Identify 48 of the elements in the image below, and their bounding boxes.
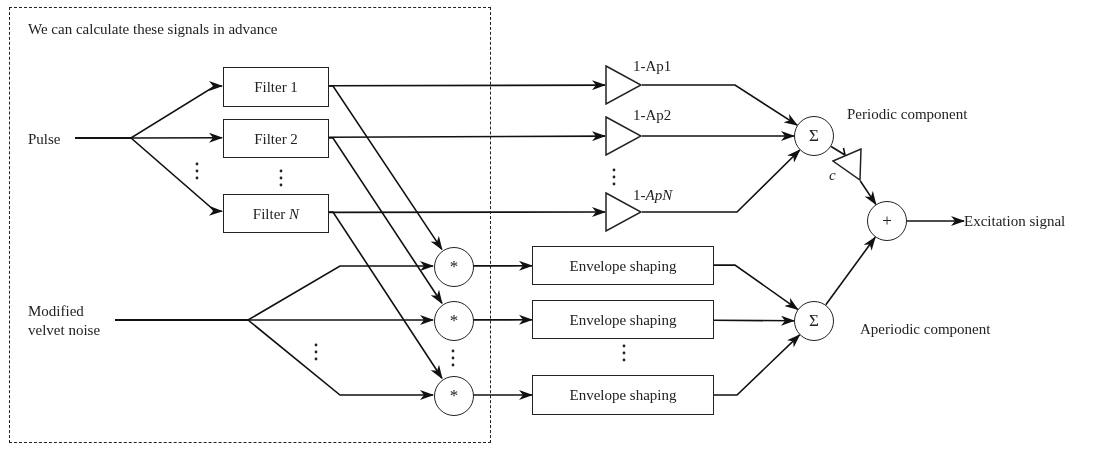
arrow — [641, 131, 795, 141]
operator-symbol: Σ — [809, 127, 819, 145]
arrow — [641, 84, 799, 126]
arrow — [114, 319, 434, 400]
arrow — [327, 137, 443, 305]
arrow — [906, 216, 965, 226]
dashed-region — [9, 7, 491, 443]
arrow — [641, 149, 801, 213]
operator-symbol: * — [449, 258, 459, 276]
component-caption: c — [829, 166, 836, 185]
arrow — [830, 145, 847, 157]
box-label: Filter N — [252, 204, 300, 223]
component-caption: 1-Ap2 — [633, 106, 672, 125]
box-label: Envelope shaping — [569, 256, 677, 275]
box-label: Filter 1 — [254, 78, 298, 96]
arrow — [825, 236, 876, 306]
operator-symbol: + — [882, 212, 892, 230]
arrow — [713, 315, 795, 326]
component-caption: Periodic component — [847, 105, 968, 124]
arrow — [713, 334, 801, 396]
arrow — [472, 260, 533, 271]
process-box — [532, 375, 714, 415]
process-box — [532, 246, 714, 285]
component-caption: 1-ApN — [633, 186, 673, 205]
arrow — [472, 390, 533, 400]
signal-label: Excitation signal — [964, 210, 1110, 232]
process-box — [223, 194, 329, 233]
process-box — [223, 67, 329, 107]
operator-symbol: Σ — [809, 312, 819, 330]
component-caption: Aperiodic component — [860, 320, 991, 339]
arrow — [327, 211, 443, 380]
signal-label: Modified velvet noise — [28, 301, 116, 341]
box-label: Filter 2 — [254, 129, 298, 148]
arrow — [74, 137, 223, 216]
arrow — [327, 131, 606, 142]
arrow — [713, 264, 799, 311]
operator-symbol: * — [449, 387, 459, 405]
component-caption: 1-Ap1 — [633, 57, 672, 76]
arrow — [327, 85, 443, 251]
operator-symbol: * — [449, 312, 459, 330]
arrow — [472, 314, 533, 325]
region-title: We can calculate these signals in advance — [28, 20, 278, 38]
signal-label: Pulse — [28, 129, 76, 149]
box-label: Envelope shaping — [569, 386, 677, 404]
process-box — [532, 300, 714, 339]
arrow — [859, 180, 877, 206]
process-box — [223, 119, 329, 158]
box-label: Envelope shaping — [569, 310, 677, 329]
